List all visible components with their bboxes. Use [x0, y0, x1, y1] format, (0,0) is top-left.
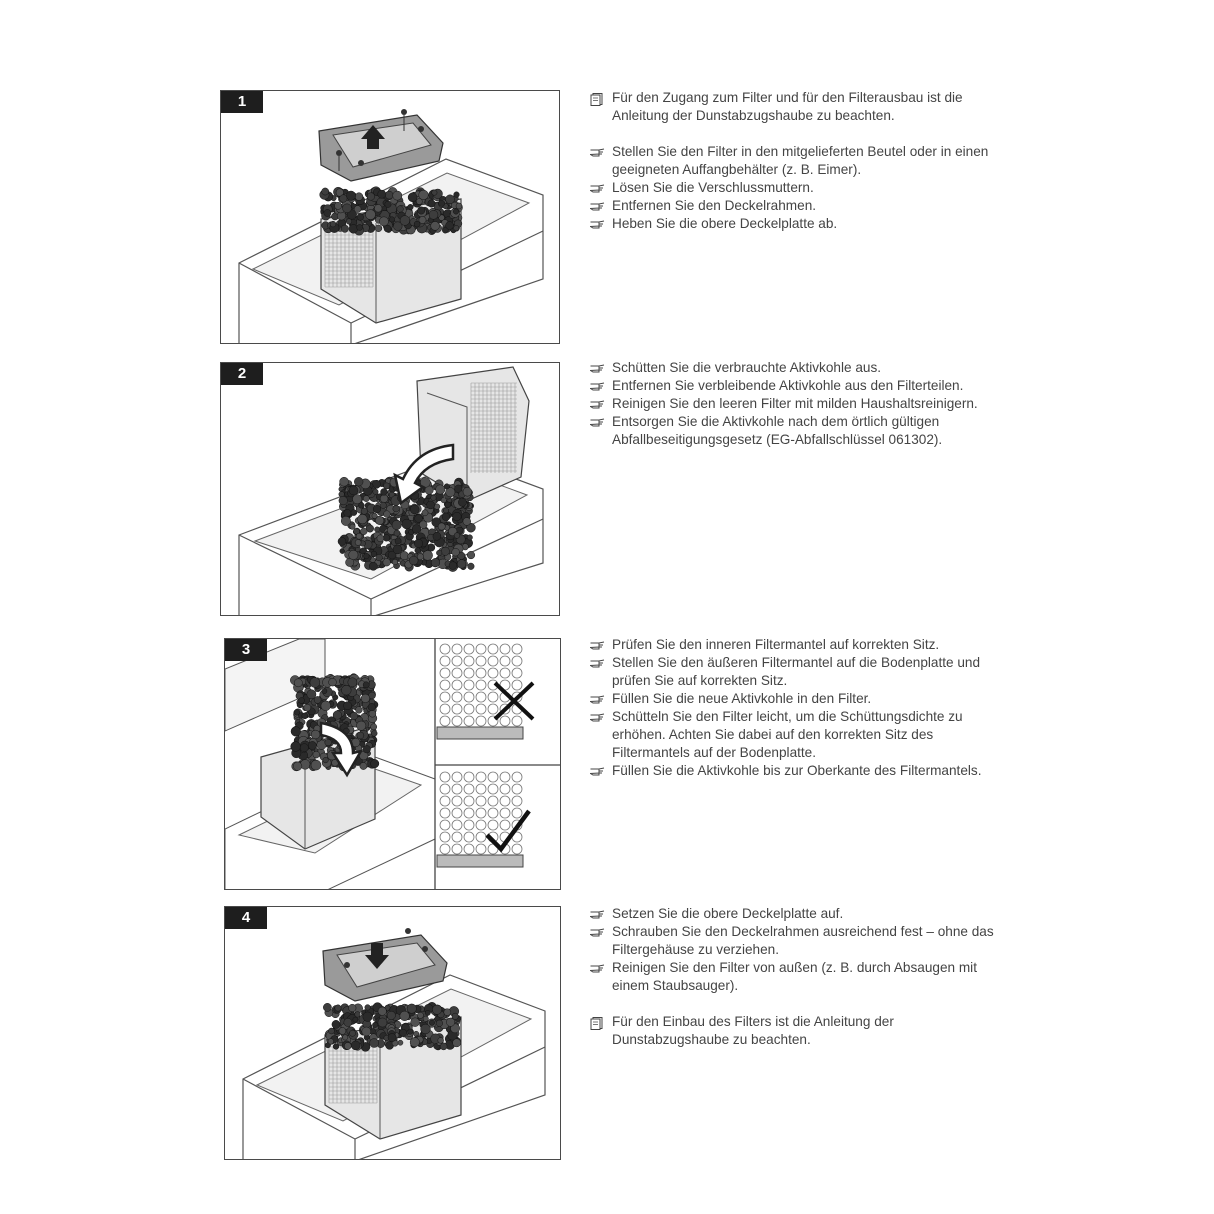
illustration-fill-carbon — [225, 639, 560, 889]
pointing-hand-icon — [588, 905, 608, 923]
pointing-hand-icon — [588, 179, 608, 197]
instruction-item: Füllen Sie die Aktivkohle bis zur Oberka… — [588, 762, 998, 780]
pointing-hand-icon — [588, 923, 608, 941]
illustration-empty-carbon — [238, 366, 544, 615]
pointing-hand-icon — [588, 654, 608, 672]
pointing-hand-icon — [588, 762, 608, 780]
instruction-text: Reinigen Sie den Filter von außen (z. B.… — [612, 960, 977, 993]
instruction-item: Entsorgen Sie die Aktivkohle nach dem ör… — [588, 413, 998, 449]
panel-step-3: 3 — [224, 638, 561, 890]
instruction-text: Schrauben Sie den Deckelrahmen ausreiche… — [612, 924, 994, 957]
pointing-hand-icon — [588, 690, 608, 708]
pointing-hand-icon — [588, 413, 608, 431]
instructions-step-2: Schütten Sie die verbrauchte Aktivkohle … — [588, 359, 998, 449]
instruction-text: Reinigen Sie den leeren Filter mit milde… — [612, 396, 978, 411]
activated-carbon — [319, 186, 463, 236]
detail-correct-fit — [439, 771, 523, 855]
instruction-text: Lösen Sie die Verschlussmuttern. — [612, 180, 814, 195]
instruction-item: Füllen Sie die neue Aktivkohle in den Fi… — [588, 690, 998, 708]
panel-step-4: 4 — [224, 906, 561, 1160]
illustration-replace-lid — [242, 928, 546, 1159]
instruction-item: Entfernen Sie verbleibende Aktivkohle au… — [588, 377, 998, 395]
instruction-item: Reinigen Sie den Filter von außen (z. B.… — [588, 959, 998, 995]
instruction-text: Füllen Sie die Aktivkohle bis zur Oberka… — [612, 763, 982, 778]
instruction-item: Lösen Sie die Verschlussmuttern. — [588, 179, 998, 197]
instruction-item: Für den Einbau des Filters ist die Anlei… — [588, 1013, 998, 1049]
pointing-hand-icon — [588, 143, 608, 161]
instruction-text: Entfernen Sie verbleibende Aktivkohle au… — [612, 378, 964, 393]
instruction-item: Stellen Sie den äußeren Filtermantel auf… — [588, 654, 998, 690]
step-number-badge: 2 — [221, 363, 263, 385]
instruction-text: Schütten Sie die verbrauchte Aktivkohle … — [612, 360, 882, 375]
instruction-item: Schütten Sie die verbrauchte Aktivkohle … — [588, 359, 998, 377]
instruction-item: Stellen Sie den Filter in den mitgeliefe… — [588, 143, 998, 179]
instruction-item: Entfernen Sie den Deckelrahmen. — [588, 197, 998, 215]
instruction-text: Für den Zugang zum Filter und für den Fi… — [612, 90, 963, 123]
note-book-icon — [588, 89, 608, 107]
panel-step-2: 2 — [220, 362, 560, 616]
instruction-item: Prüfen Sie den inneren Filtermantel auf … — [588, 636, 998, 654]
pointing-hand-icon — [588, 395, 608, 413]
panel-step-1: 1 — [220, 90, 560, 344]
instruction-text: Setzen Sie die obere Deckelplatte auf. — [612, 906, 844, 921]
instruction-text: Prüfen Sie den inneren Filtermantel auf … — [612, 637, 940, 652]
pointing-hand-icon — [588, 197, 608, 215]
instruction-text: Entsorgen Sie die Aktivkohle nach dem ör… — [612, 414, 943, 447]
pointing-hand-icon — [588, 377, 608, 395]
note-book-icon — [588, 1013, 608, 1031]
pointing-hand-icon — [588, 215, 608, 233]
activated-carbon — [323, 1002, 462, 1052]
step-number-badge: 3 — [225, 639, 267, 661]
instruction-item: Schrauben Sie den Deckelrahmen ausreiche… — [588, 923, 998, 959]
instructions-step-3: Prüfen Sie den inneren Filtermantel auf … — [588, 636, 998, 780]
step-number-badge: 4 — [225, 907, 267, 929]
instruction-item: Für den Zugang zum Filter und für den Fi… — [588, 89, 998, 125]
instruction-text: Stellen Sie den Filter in den mitgeliefe… — [612, 144, 989, 177]
activated-carbon-heap — [337, 476, 476, 572]
filter-mesh — [328, 1046, 378, 1104]
instruction-text: Stellen Sie den äußeren Filtermantel auf… — [612, 655, 981, 688]
pointing-hand-icon — [588, 959, 608, 977]
pointing-hand-icon — [588, 708, 608, 726]
instruction-item: Reinigen Sie den leeren Filter mit milde… — [588, 395, 998, 413]
pointing-hand-icon — [588, 636, 608, 654]
instruction-text: Schütteln Sie den Filter leicht, um die … — [612, 709, 963, 760]
step-number-badge: 1 — [221, 91, 263, 113]
instruction-text: Heben Sie die obere Deckelplatte ab. — [612, 216, 838, 231]
instruction-item: Heben Sie die obere Deckelplatte ab. — [588, 215, 998, 233]
instructions-step-4: Setzen Sie die obere Deckelplatte auf. Sc… — [588, 905, 998, 1049]
instructions-step-1: Für den Zugang zum Filter und für den Fi… — [588, 89, 998, 233]
illustration-remove-lid — [238, 109, 544, 343]
instruction-text: Für den Einbau des Filters ist die Anlei… — [612, 1014, 894, 1047]
filter-mesh — [470, 382, 517, 473]
check-icon — [485, 809, 531, 853]
instruction-text: Entfernen Sie den Deckelrahmen. — [612, 198, 817, 213]
instruction-text: Füllen Sie die neue Aktivkohle in den Fi… — [612, 691, 872, 706]
detail-wrong-fit — [439, 643, 523, 727]
instruction-item: Schütteln Sie den Filter leicht, um die … — [588, 708, 998, 762]
pointing-hand-icon — [588, 359, 608, 377]
cross-icon — [493, 681, 535, 721]
instruction-item: Setzen Sie die obere Deckelplatte auf. — [588, 905, 998, 923]
